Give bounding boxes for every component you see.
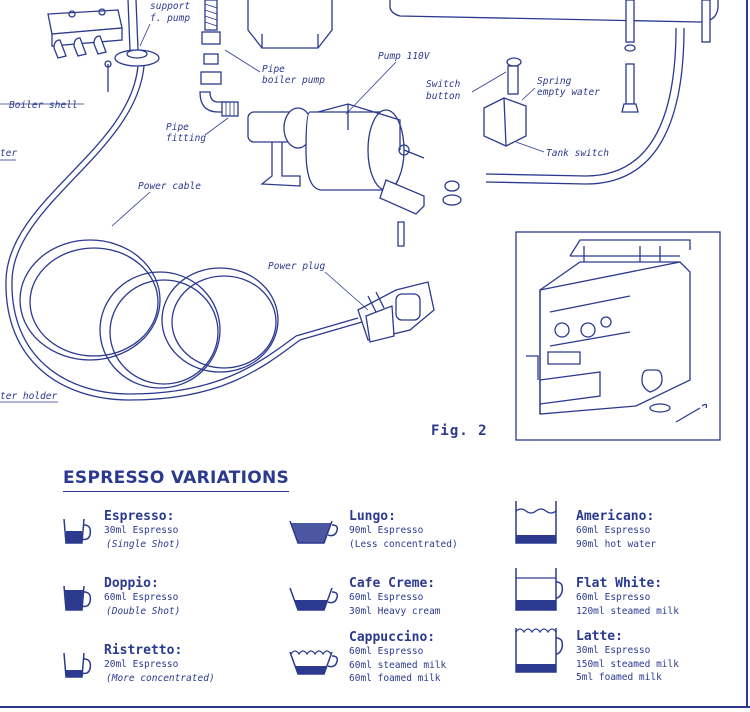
drink-note: (More concentrated): [106, 673, 215, 684]
label-tank-switch: Tank switch: [546, 148, 609, 159]
drink-name: Cafe Creme:: [349, 576, 436, 591]
drink-name: Doppio:: [104, 576, 159, 591]
tank-base-plate: [389, 0, 719, 23]
drink-name: Lungo:: [349, 509, 396, 524]
drink-cafe-creme: Cafe Creme: 60ml Espresso 30ml Heavy cre…: [288, 576, 508, 636]
drink-line: 150ml steamed milk: [576, 659, 679, 670]
label-switch-1: Switch: [426, 79, 461, 90]
tank-switch: [483, 57, 527, 147]
pump-cradle: [247, 0, 333, 49]
drink-note: (Single Shot): [106, 539, 181, 550]
label-pipe-fitting-1: Pipe: [166, 122, 189, 133]
drink-name: Ristretto:: [104, 643, 183, 658]
exploded-diagram: support f. pump Pipe boiler pump Pipe fi…: [0, 0, 721, 441]
drink-note: (Double Shot): [106, 606, 181, 617]
drink-line: 60ml Espresso: [349, 646, 424, 657]
drink-name: Americano:: [576, 509, 655, 524]
drink-line: 60ml Espresso: [104, 592, 179, 603]
ristretto-cup-icon: [63, 652, 92, 678]
latte-cup-icon: [515, 628, 564, 673]
drink-line: 30ml Espresso: [576, 645, 651, 656]
drink-name: Flat White:: [576, 576, 663, 591]
power-cable: [5, 65, 363, 401]
label-pipe-fitting-2: fitting: [166, 133, 206, 144]
cappuccino-cup-icon: [289, 650, 339, 675]
cafe-creme-cup-icon: [289, 587, 339, 611]
figure-label: Fig. 2: [431, 423, 488, 439]
drink-line: 120ml steamed milk: [576, 606, 679, 617]
label-water-cut: ter: [0, 148, 17, 159]
drink-line: 60ml Espresso: [576, 592, 651, 603]
drink-line: 30ml Heavy cream: [349, 606, 441, 617]
drink-latte: Latte: 30ml Espresso 150ml steamed milk …: [512, 618, 732, 683]
label-boiler-shell: Boiler shell: [9, 100, 78, 111]
label-pump: Pump 110V: [378, 51, 431, 62]
label-pipe-boiler-2: boiler pump: [262, 75, 325, 86]
drink-name: Cappuccino:: [349, 630, 436, 645]
drink-lungo: Lungo: 90ml Espresso (Less concentrated): [288, 509, 508, 569]
drink-line: 90ml hot water: [576, 539, 657, 550]
drink-doppio: Doppio: 60ml Espresso (Double Shot): [60, 576, 280, 636]
drink-americano: Americano: 60ml Espresso 90ml hot water: [512, 497, 732, 557]
drink-name: Latte:: [576, 629, 623, 644]
drink-flat-white: Flat White: 60ml Espresso 120ml steamed …: [512, 564, 732, 624]
power-plug: [357, 281, 435, 343]
drink-line: 60ml Espresso: [576, 525, 651, 536]
drink-line: 90ml Espresso: [349, 525, 424, 536]
label-power-plug: Power plug: [268, 261, 325, 272]
lungo-cup-icon: [289, 520, 339, 544]
frame-border-right: [746, 0, 748, 708]
doppio-cup-icon: [63, 585, 92, 611]
americano-cup-icon: [515, 501, 557, 544]
drink-ristretto: Ristretto: 20ml Espresso (More concentra…: [60, 643, 280, 703]
fig2-inset: [515, 231, 721, 441]
flat-white-cup-icon: [515, 568, 564, 611]
drink-espresso: Espresso: 30ml Espresso (Single Shot): [60, 509, 280, 569]
drink-line: 30ml Espresso: [104, 525, 179, 536]
terminal-block: [47, 8, 123, 92]
label-spring-2: empty water: [537, 87, 600, 98]
drink-name: Espresso:: [104, 509, 175, 524]
espresso-cup-icon: [63, 518, 92, 544]
label-switch-2: button: [426, 91, 461, 102]
drink-line: 60ml steamed milk: [349, 660, 447, 671]
braided-hose: [200, 0, 222, 85]
label-spring-1: Spring: [537, 76, 572, 87]
label-power-cable: Power cable: [138, 181, 201, 192]
drink-cappuccino: Cappuccino: 60ml Espresso 60ml steamed m…: [288, 630, 508, 690]
pump: [247, 103, 462, 247]
label-support-1: support: [150, 1, 190, 12]
drink-line: (Less concentrated): [349, 539, 458, 550]
label-filter-holder-cut: ter holder: [0, 391, 57, 402]
drink-line: 20ml Espresso: [104, 659, 179, 670]
variations-title: ESPRESSO VARIATIONS: [63, 468, 290, 492]
pump-support: [114, 0, 160, 67]
support-rod: [485, 27, 685, 185]
drink-line: 5ml foamed milk: [576, 672, 662, 683]
drink-line: 60ml Espresso: [349, 592, 424, 603]
label-support-2: f. pump: [150, 13, 190, 24]
frame-border-bottom: [0, 706, 750, 708]
label-pipe-boiler-1: Pipe: [262, 64, 285, 75]
drink-line: 60ml foamed milk: [349, 673, 441, 684]
